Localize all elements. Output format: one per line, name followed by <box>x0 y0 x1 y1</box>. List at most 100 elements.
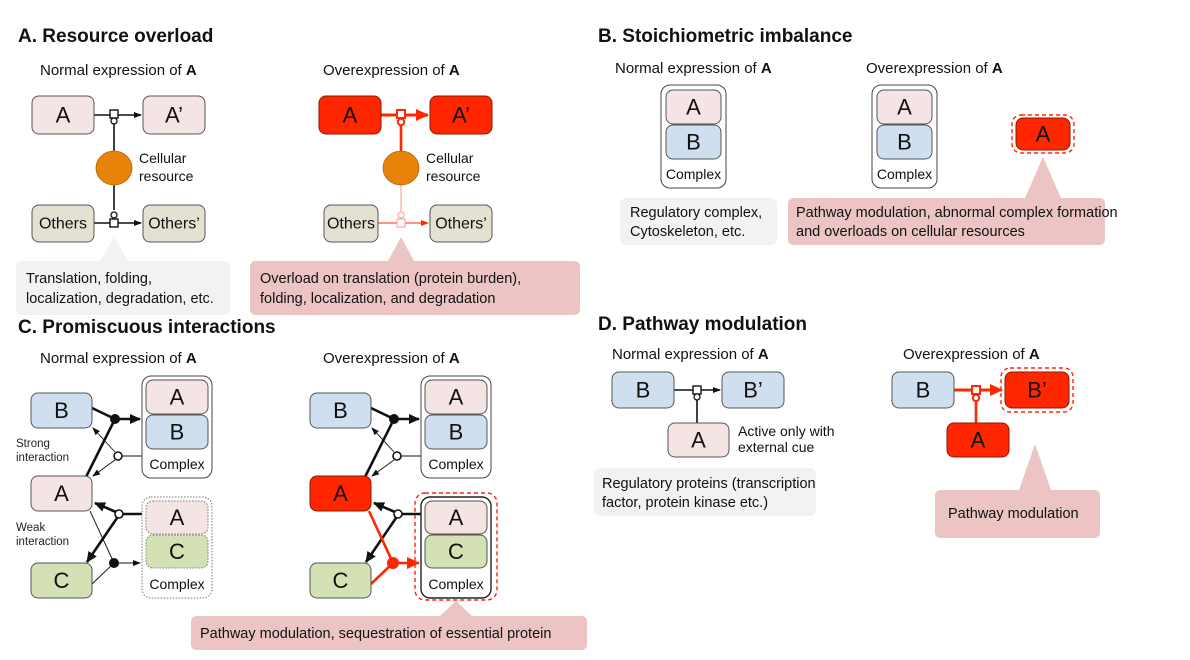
panel-d-normal: Normal expression of A B B’ A Active onl… <box>594 346 834 516</box>
panel-c-over-subtitle: Overexpression of A <box>323 350 460 367</box>
protein-node-a-overexpressed <box>946 422 1010 458</box>
protein-node-a-label: A <box>691 428 706 453</box>
callout-alert <box>191 601 587 650</box>
process-node-icon <box>692 385 702 395</box>
protein-node-a-overexpressed <box>318 95 382 135</box>
dissociation-edge <box>371 459 395 477</box>
complex-member-b-label: B <box>686 130 701 155</box>
panel-d-over-subtitle: Overexpression of A <box>903 346 1040 363</box>
weak-interaction-label: Weak <box>16 522 45 534</box>
panel-a: A. Resource overload Normal expression o… <box>16 26 580 315</box>
modulator-circle-icon <box>110 117 118 125</box>
complex-member-a <box>876 89 933 125</box>
protein-node-b <box>309 392 372 429</box>
process-node-icon <box>396 218 406 228</box>
others-prime-node <box>142 204 206 243</box>
strong-interaction-label: Strong <box>16 438 50 450</box>
weak-binding-edge <box>91 562 115 585</box>
protein-node-a-label: A <box>971 428 986 453</box>
complex-label: Complex <box>149 576 204 592</box>
callout-text: Cytoskeleton, etc. <box>630 224 745 240</box>
panel-d-over: Overexpression of A B B’ A Pathway modul… <box>891 346 1100 538</box>
callout-alert <box>250 237 580 315</box>
complex-member-c <box>424 534 488 569</box>
panel-d: D. Pathway modulation Normal expression … <box>594 314 1100 538</box>
others-prime-node-label: Others’ <box>435 216 487 233</box>
complex-member-b <box>665 124 722 160</box>
process-node-icon <box>971 385 981 395</box>
resource-label: resource <box>139 168 194 184</box>
complex-member-c-label: C <box>448 539 464 564</box>
protein-node-c-label: C <box>333 568 349 593</box>
complex-member-c <box>145 534 209 569</box>
modulator-circle-icon <box>693 393 701 401</box>
protein-node-a-label: A <box>333 481 348 506</box>
protein-node-a-label: A <box>54 481 69 506</box>
panel-d-normal-subtitle: Normal expression of A <box>612 346 769 363</box>
modulator-circle-icon <box>396 117 406 127</box>
free-protein-a-label: A <box>1036 122 1051 147</box>
protein-node-b <box>30 392 93 429</box>
highlight-dashed-outline <box>414 492 498 601</box>
protein-node-a-overexpressed <box>309 475 372 512</box>
association-node-icon <box>389 414 399 424</box>
resource-label: Cellular <box>139 150 187 166</box>
protein-node-b-label: B <box>916 378 931 403</box>
protein-node-b-prime-label: B’ <box>743 378 763 403</box>
dissociation-node-icon <box>113 451 123 461</box>
panel-a-over: Overexpression of A A A’ Cellular resour… <box>250 62 580 315</box>
callout-text: Regulatory complex, <box>630 205 762 221</box>
callout-text: folding, localization, and degradation <box>260 291 495 307</box>
strong-binding-edge <box>363 418 396 478</box>
complex-member-a <box>424 500 488 535</box>
protein-node-a-prime-overexpressed <box>429 95 493 135</box>
complex-member-b-label: B <box>897 130 912 155</box>
complex-member-a <box>665 89 722 125</box>
protein-node-b-prime-overexpressed <box>1004 371 1070 409</box>
association-node-icon <box>109 558 119 568</box>
dissociation-edge <box>92 459 116 477</box>
panel-a-normal-subtitle: Normal expression of A <box>40 62 197 79</box>
callout-text: Pathway modulation, abnormal complex for… <box>796 205 1118 221</box>
panel-c-title: C. Promiscuous interactions <box>18 317 276 338</box>
panel-c-normal-subtitle: Normal expression of A <box>40 350 197 367</box>
panel-b: B. Stoichiometric imbalance Normal expre… <box>598 26 1118 245</box>
protein-node-b-label: B <box>636 378 651 403</box>
callout-text: Translation, folding, <box>26 271 152 287</box>
process-node-icon <box>109 109 119 119</box>
complex-member-c-label: C <box>169 539 185 564</box>
protein-node-b-label: B <box>333 398 348 423</box>
panel-b-normal: Normal expression of A A B Complex Regul… <box>615 60 777 245</box>
callout-normal <box>16 237 230 315</box>
modulator-circle-icon <box>397 211 405 219</box>
complex-member-a <box>424 379 488 415</box>
complex-member-b-label: B <box>449 420 464 445</box>
protein-node-b-label: B <box>54 398 69 423</box>
weak-interaction-label: interaction <box>16 536 69 548</box>
panel-b-title: B. Stoichiometric imbalance <box>598 26 852 47</box>
association-node-icon <box>110 414 120 424</box>
modulator-circle-icon <box>110 211 118 219</box>
complex-label: Complex <box>666 166 721 182</box>
enhanced-binding-edge <box>367 510 395 564</box>
protein-node-c <box>309 562 372 599</box>
callout-text: Overload on translation (protein burden)… <box>260 271 521 287</box>
activation-note: external cue <box>738 439 814 455</box>
panel-c: C. Promiscuous interactions Normal expre… <box>16 317 587 650</box>
complex-member-b-label: B <box>170 420 185 445</box>
complex-member-b <box>145 414 209 450</box>
protein-node-a <box>31 95 95 135</box>
callout-alert <box>788 157 1105 245</box>
dissociation-node-icon <box>392 451 402 461</box>
protein-node-b-prime <box>721 371 785 409</box>
cellular-resource-icon <box>382 150 420 186</box>
callout-normal <box>620 198 777 245</box>
protein-node-a-label: A <box>56 103 71 128</box>
complex-member-a <box>145 500 209 535</box>
complex-member-a-label: A <box>170 385 185 410</box>
protein-node-a <box>667 422 730 458</box>
complex-member-a-label: A <box>686 95 701 120</box>
callout-text: localization, degradation, etc. <box>26 291 214 307</box>
dissociation-edge <box>371 427 395 453</box>
